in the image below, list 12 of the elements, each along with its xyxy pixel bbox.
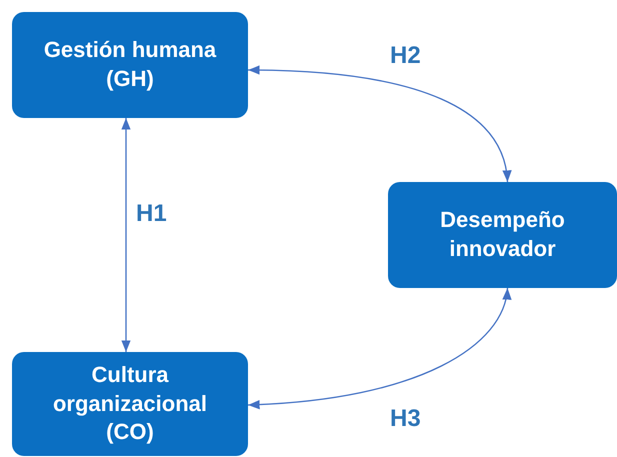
edge-label: H3: [390, 405, 421, 433]
double-arrow: [248, 288, 510, 410]
edge-label: H1: [136, 200, 167, 228]
node-label: Desempeño innovador: [439, 206, 566, 263]
double-arrow: [248, 66, 511, 182]
process-box: [12, 352, 248, 456]
node-label: Gestión humana (GH): [42, 36, 218, 93]
process-box: [12, 12, 248, 118]
process-box: [388, 182, 617, 288]
edge-label: H2: [390, 42, 421, 70]
double-arrow: [121, 118, 131, 352]
node-label: Cultura organizacional (CO): [52, 361, 208, 446]
